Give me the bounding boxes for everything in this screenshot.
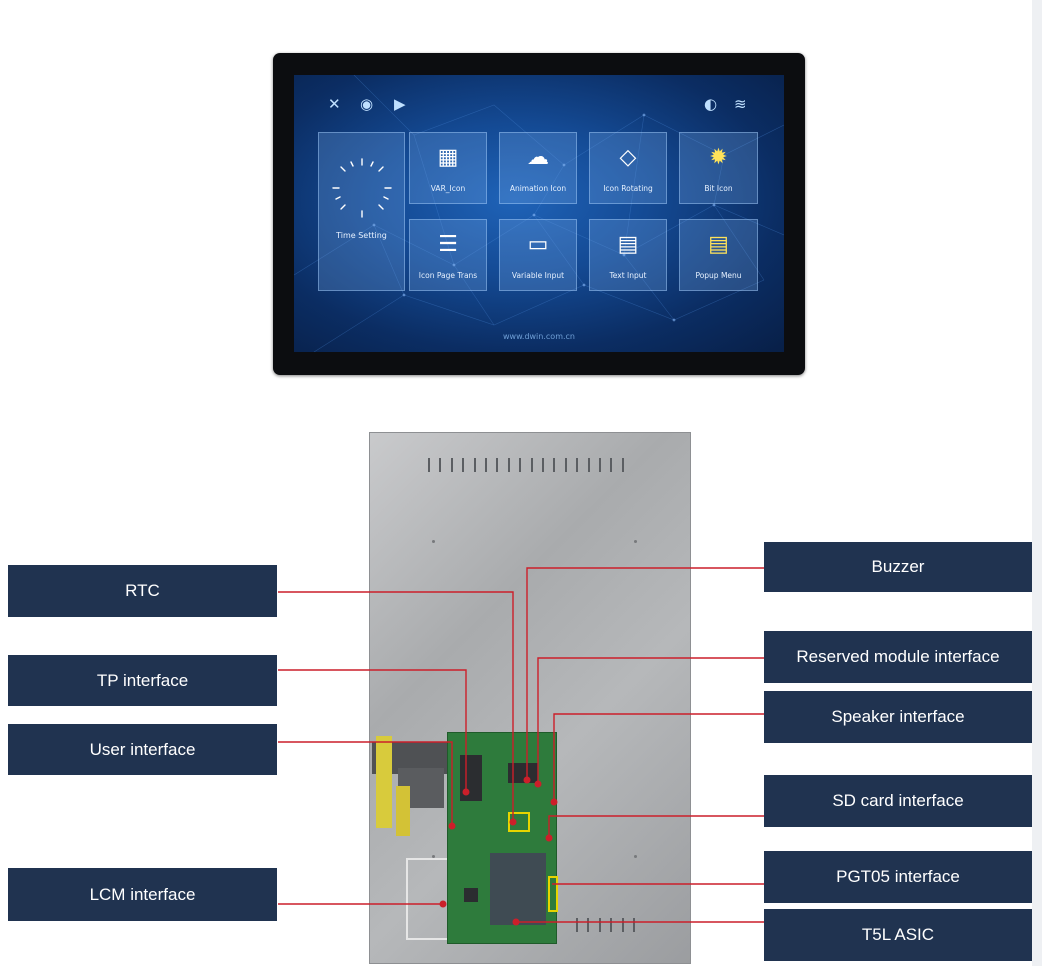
- play-icon[interactable]: ▶: [394, 95, 406, 113]
- screw: [634, 855, 637, 858]
- vent-slot: [633, 918, 635, 932]
- label-speaker-interface: Speaker interface: [764, 691, 1032, 743]
- camera-icon[interactable]: ◉: [360, 95, 374, 113]
- vent-slot: [530, 458, 533, 472]
- tile-label: VAR_Icon: [430, 184, 466, 193]
- vent-slot: [542, 458, 544, 472]
- tile-popup-menu[interactable]: ▤ Popup Menu: [679, 219, 758, 291]
- vent-slot: [621, 458, 624, 472]
- document-123-icon: ▭: [527, 232, 549, 257]
- vent-slot: [519, 458, 522, 472]
- network-background: [294, 75, 784, 352]
- sliders-icon: ☰: [438, 232, 458, 257]
- yellow-tape: [396, 786, 410, 836]
- tile-label: Animation Icon: [509, 184, 567, 193]
- lcm-ribbon: [406, 858, 448, 940]
- label-lcm-interface: LCM interface: [8, 868, 277, 921]
- tile-label: Popup Menu: [695, 271, 742, 280]
- vent-slot: [576, 918, 578, 932]
- vent-slot: [496, 458, 499, 472]
- right-edge-strip: [1032, 0, 1042, 966]
- vent-slot: [587, 458, 590, 472]
- vent-slot: [610, 458, 613, 472]
- vent-slot: [610, 918, 613, 932]
- controller-pcb: [447, 732, 557, 944]
- rtc-chip: [508, 763, 538, 783]
- vent-slot: [598, 918, 601, 932]
- tile-label: Icon Rotating: [603, 184, 653, 193]
- vent-slot: [439, 458, 442, 472]
- label-sd-card-interface: SD card interface: [764, 775, 1032, 827]
- clock-icon: [332, 158, 392, 218]
- vent-slot: [428, 458, 430, 472]
- tile-label: Variable Input: [511, 271, 565, 280]
- label-t5l-asic: T5L ASIC: [764, 909, 1032, 961]
- screen-url: www.dwin.com.cn: [503, 332, 575, 341]
- pgt05-highlight: [548, 876, 558, 912]
- tools-icon[interactable]: ✕: [328, 95, 341, 113]
- tile-label: Icon Page Trans: [418, 271, 478, 280]
- vent-slot: [576, 458, 579, 472]
- rotate-icon: ◇: [619, 145, 637, 170]
- label-rtc: RTC: [8, 565, 277, 617]
- menu-icon: ▤: [708, 232, 729, 257]
- vent-slot: [485, 458, 487, 472]
- vent-slot: [599, 458, 601, 472]
- vent-slot: [507, 458, 510, 472]
- label-tp-interface: TP interface: [8, 655, 277, 706]
- label-pgt05-interface: PGT05 interface: [764, 851, 1032, 903]
- vent-slot: [450, 458, 453, 472]
- rtc-highlight: [508, 812, 530, 832]
- label-user-interface: User interface: [8, 724, 277, 775]
- label-buzzer: Buzzer: [764, 542, 1032, 592]
- label-reserved-module-interface: Reserved module interface: [764, 631, 1032, 683]
- vent-slot: [621, 918, 624, 932]
- screw: [432, 855, 435, 858]
- tile-bit-icon[interactable]: ✹ Bit Icon: [679, 132, 758, 204]
- wifi-icon[interactable]: ≋: [734, 95, 747, 113]
- lcm-chip: [464, 888, 478, 902]
- tile-label: Bit Icon: [704, 184, 733, 193]
- tile-icon-rotating[interactable]: ◇ Icon Rotating: [589, 132, 667, 204]
- brightness-icon[interactable]: ◐: [704, 95, 718, 113]
- bulb-icon: ✹: [709, 145, 728, 170]
- cloud-icon: ☁: [527, 145, 549, 170]
- screw: [432, 540, 435, 543]
- tile-variable-input[interactable]: ▭ Variable Input: [499, 219, 577, 291]
- tile-time-setting[interactable]: Time Setting: [318, 132, 405, 291]
- tp-connector: [460, 755, 482, 801]
- tile-icon-page-trans[interactable]: ☰ Icon Page Trans: [409, 219, 487, 291]
- yellow-tape: [376, 736, 392, 828]
- tiles-icon: ▦: [437, 145, 459, 170]
- tile-text-input[interactable]: ▤ Text Input: [589, 219, 667, 291]
- tile-label: Time Setting: [336, 231, 387, 240]
- vent-slot: [553, 458, 556, 472]
- vent-slot: [587, 918, 590, 932]
- vent-slot: [462, 458, 465, 472]
- display-screen: ✕ ◉ ▶ ◐ ≋ Time Setting ▦ VAR_Icon: [294, 75, 784, 352]
- t5l-asic-area: [490, 853, 546, 925]
- book-abc-icon: ▤: [617, 232, 639, 257]
- tile-var-icon[interactable]: ▦ VAR_Icon: [409, 132, 487, 204]
- screw: [634, 540, 637, 543]
- tile-label: Text Input: [609, 271, 647, 280]
- vent-slot: [564, 458, 567, 472]
- vent-slot: [473, 458, 476, 472]
- tile-animation-icon[interactable]: ☁ Animation Icon: [499, 132, 577, 204]
